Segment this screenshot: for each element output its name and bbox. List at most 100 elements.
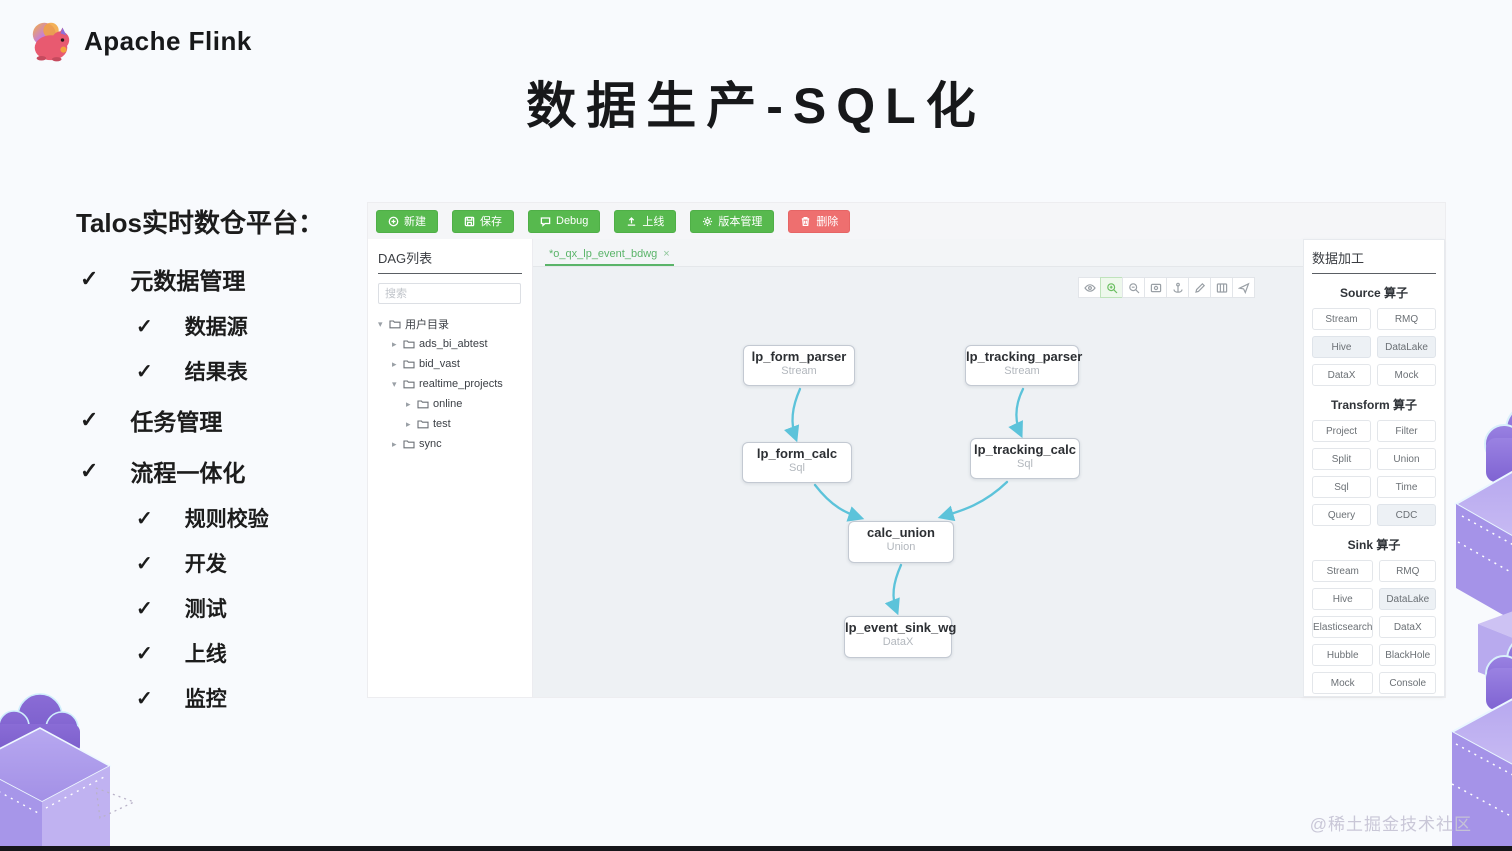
tree-item-test[interactable]: test — [378, 414, 522, 434]
version-manage-button-label: 版本管理 — [718, 216, 763, 228]
checklist-item: 结果表 — [136, 356, 376, 386]
transform-cdc[interactable]: CDC — [1377, 504, 1436, 526]
tree-item-user-dir[interactable]: 用户目录 — [378, 314, 522, 334]
version-manage-button[interactable]: 版本管理 — [690, 209, 775, 233]
transform-union[interactable]: Union — [1377, 448, 1436, 470]
checklist-item: 规则校验 — [136, 503, 376, 533]
folder-icon — [389, 320, 401, 329]
node-type: Sql — [1017, 458, 1033, 470]
operator-palette: 数据加工 Source 算子 Stream RMQ Hive DataLake … — [1303, 239, 1445, 697]
debug-button-label: Debug — [556, 215, 589, 227]
dag-node-calc-union[interactable]: calc_union Union — [848, 521, 954, 563]
tree-item-realtime-projects[interactable]: realtime_projects — [378, 374, 522, 394]
tree-item-label: test — [433, 418, 451, 430]
dag-list-panel: DAG列表 用户目录 ads_bi_abtest bid_vast — [368, 239, 533, 697]
dag-list-title: DAG列表 — [378, 248, 522, 274]
caret-down-icon — [378, 319, 388, 330]
feature-checklist: Talos实时数仓平台： 元数据管理 数据源 结果表 任务管理 流程一体化 规则… — [76, 203, 376, 713]
anchor-icon[interactable] — [1166, 277, 1189, 298]
checklist-item: 数据源 — [136, 311, 376, 341]
node-name: lp_form_calc — [756, 446, 838, 461]
tree-item-bid-vast[interactable]: bid_vast — [378, 354, 522, 374]
folder-icon — [403, 360, 415, 369]
node-type: Sql — [789, 462, 805, 474]
tree-item-online[interactable]: online — [378, 394, 522, 414]
node-name: lp_tracking_calc — [974, 442, 1076, 457]
checklist-item: 元数据管理 — [80, 262, 376, 296]
source-datax[interactable]: DataX — [1312, 364, 1371, 386]
transform-query[interactable]: Query — [1312, 504, 1371, 526]
folder-icon — [417, 400, 429, 409]
checklist-item: 流程一体化 — [80, 454, 376, 488]
zoom-out-icon[interactable] — [1122, 277, 1145, 298]
flink-squirrel-logo — [32, 22, 70, 62]
transform-filter[interactable]: Filter — [1377, 420, 1436, 442]
delete-button[interactable]: 删除 — [788, 209, 851, 233]
folder-icon — [417, 420, 429, 429]
source-mock[interactable]: Mock — [1377, 364, 1436, 386]
sink-datalake[interactable]: DataLake — [1379, 588, 1436, 610]
sink-elasticsearch[interactable]: Elasticsearch — [1312, 616, 1374, 638]
save-button[interactable]: 保存 — [452, 209, 514, 233]
checklist-item: 开发 — [136, 548, 376, 578]
caret-right-icon — [392, 359, 402, 370]
tree-item-sync[interactable]: sync — [378, 434, 522, 454]
send-icon[interactable] — [1232, 277, 1255, 298]
sink-console[interactable]: Console — [1379, 672, 1436, 694]
sink-datax[interactable]: DataX — [1379, 616, 1436, 638]
sink-stream[interactable]: Stream — [1312, 560, 1374, 582]
node-name: lp_form_parser — [751, 349, 847, 364]
new-button[interactable]: 新建 — [376, 209, 438, 233]
sink-blackhole[interactable]: BlackHole — [1379, 644, 1436, 666]
dag-search-input[interactable] — [378, 283, 521, 304]
node-name: lp_event_sink_wg — [845, 620, 957, 635]
transform-sql[interactable]: Sql — [1312, 476, 1371, 498]
dag-node-lp-form-calc[interactable]: lp_form_calc Sql — [742, 442, 852, 483]
sink-rmq[interactable]: RMQ — [1379, 560, 1436, 582]
sink-section-title: Sink 算子 — [1347, 538, 1401, 552]
node-name: calc_union — [867, 525, 935, 540]
dag-node-lp-form-parser[interactable]: lp_form_parser Stream — [743, 345, 855, 386]
source-hive[interactable]: Hive — [1312, 336, 1371, 358]
plus-circle-icon — [388, 216, 399, 226]
close-icon[interactable]: × — [663, 248, 670, 260]
eye-icon[interactable] — [1078, 277, 1101, 298]
sink-hive[interactable]: Hive — [1312, 588, 1374, 610]
dag-node-lp-event-sink-wg[interactable]: lp_event_sink_wg DataX — [844, 616, 957, 658]
node-type: Stream — [1004, 365, 1040, 377]
checklist-item: 监控 — [136, 683, 376, 713]
sink-hubble[interactable]: Hubble — [1312, 644, 1374, 666]
page-title: 数据生产-SQL化 — [526, 78, 986, 134]
dag-tree: 用户目录 ads_bi_abtest bid_vast realtime_pro… — [378, 314, 522, 454]
message-icon — [540, 216, 551, 227]
dag-node-lp-tracking-parser[interactable]: lp_tracking_parser Stream — [965, 345, 1083, 386]
source-stream[interactable]: Stream — [1312, 308, 1371, 330]
source-datalake[interactable]: DataLake — [1377, 336, 1436, 358]
node-name: lp_tracking_parser — [966, 349, 1083, 364]
transform-split[interactable]: Split — [1312, 448, 1371, 470]
upload-icon — [628, 216, 636, 226]
online-button[interactable]: 上线 — [614, 209, 677, 233]
tree-item-ads-bi-abtest[interactable]: ads_bi_abtest — [378, 334, 522, 354]
screenshot-icon[interactable] — [1144, 277, 1167, 298]
caret-right-icon — [392, 439, 402, 450]
debug-button[interactable]: Debug — [528, 209, 601, 233]
dag-node-lp-tracking-calc[interactable]: lp_tracking_calc Sql — [970, 438, 1080, 479]
checklist-heading: Talos实时数仓平台： — [76, 208, 324, 238]
transform-project[interactable]: Project — [1312, 420, 1371, 442]
decoration-cloud-blocks-right — [1449, 411, 1512, 846]
tab-o-qx-lp-event-bdwg[interactable]: *o_qx_lp_event_bdwg × — [545, 248, 674, 266]
transform-time[interactable]: Time — [1377, 476, 1436, 498]
tree-item-label: realtime_projects — [419, 378, 503, 390]
node-type: Stream — [781, 365, 817, 377]
edit-icon[interactable] — [1188, 277, 1211, 298]
zoom-in-icon[interactable] — [1100, 277, 1123, 298]
source-rmq[interactable]: RMQ — [1377, 308, 1436, 330]
sink-mock[interactable]: Mock — [1312, 672, 1374, 694]
brand-name: Apache Flink — [84, 25, 252, 56]
dag-canvas[interactable]: *o_qx_lp_event_bdwg × — [533, 239, 1303, 697]
minimap-icon[interactable] — [1210, 277, 1233, 298]
save-icon — [464, 216, 475, 226]
checklist-item: 上线 — [136, 638, 376, 668]
source-section-title: Source 算子 — [1339, 286, 1409, 300]
